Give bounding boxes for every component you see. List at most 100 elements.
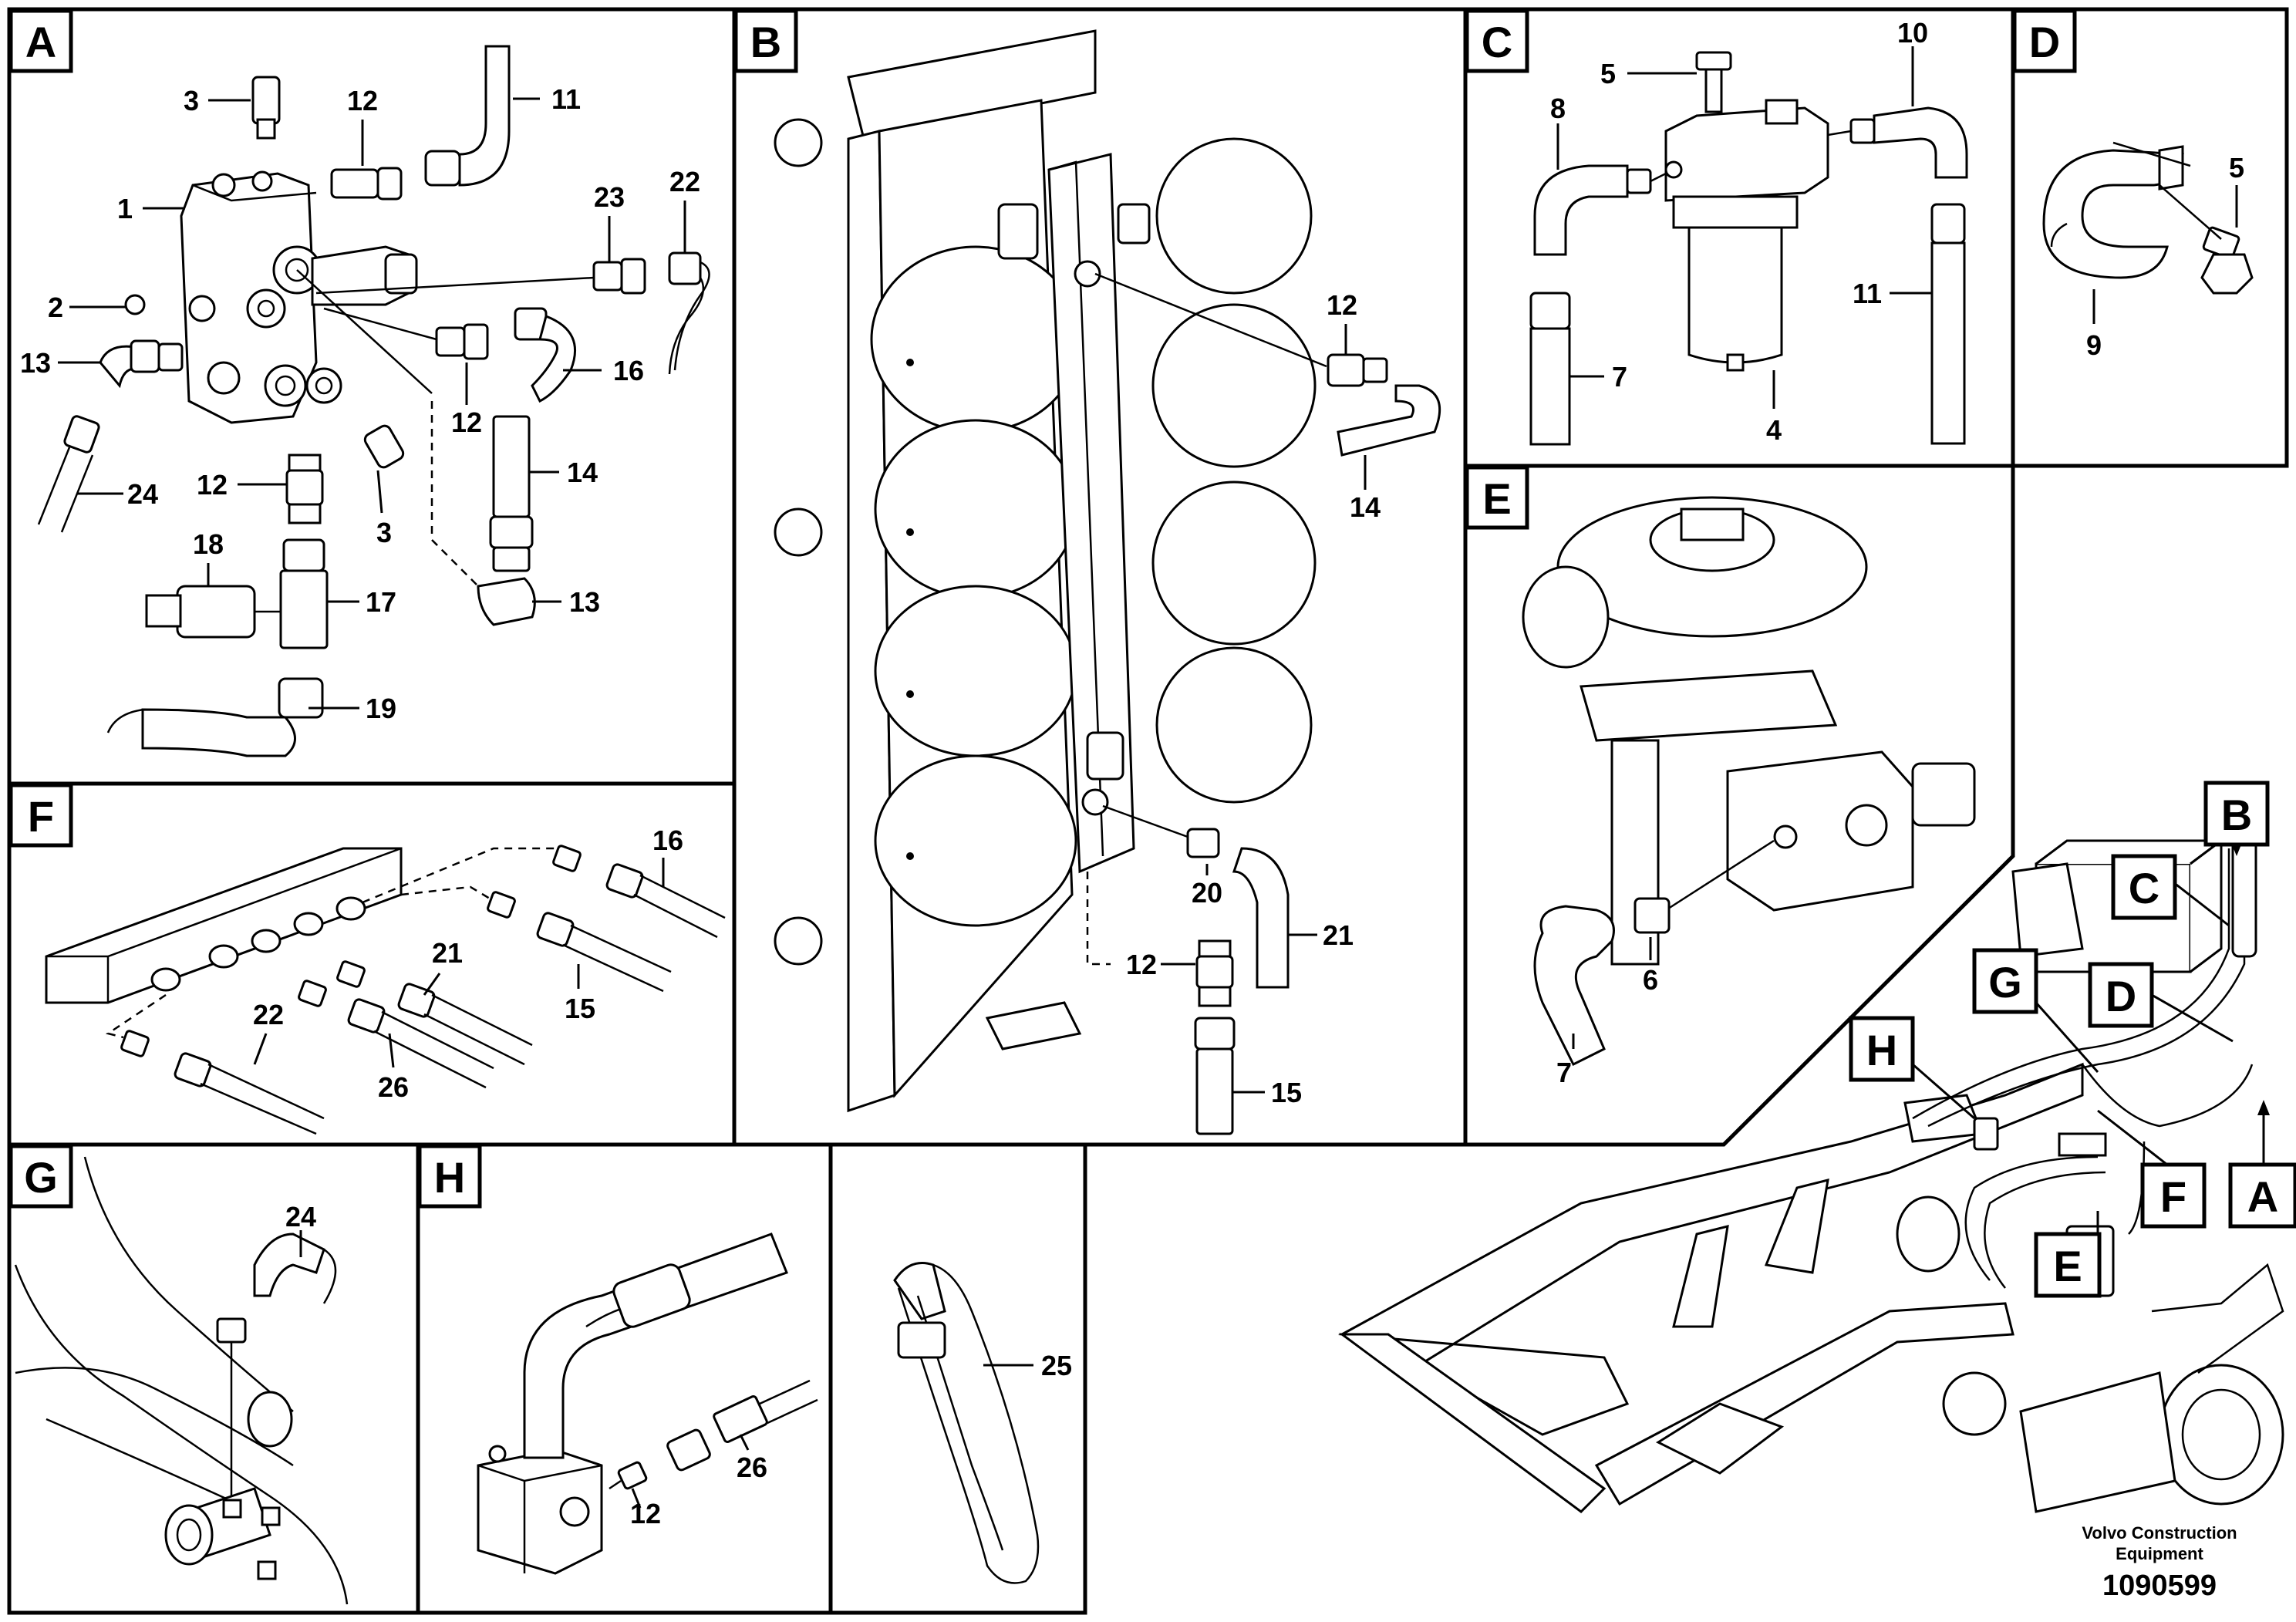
callout-a-13b: 13 <box>569 586 600 618</box>
panel-a-drawing: 3 12 11 1 2 13 23 22 16 12 3 14 24 12 18… <box>20 45 710 757</box>
panel-g-drawing: 24 <box>14 1156 349 1605</box>
callout-b-12: 12 <box>1327 289 1357 321</box>
panel-b-tag: B <box>750 18 781 66</box>
callout-a-12: 12 <box>347 85 378 116</box>
overview-tag-a: A <box>2247 1172 2278 1221</box>
pressure-switch <box>176 585 256 639</box>
hose-21b <box>1232 847 1290 989</box>
bolt-5d <box>2200 253 2254 295</box>
callout-a-3b: 3 <box>376 517 392 548</box>
overview-tag-c: C <box>2129 864 2159 912</box>
drawing-reference-number: 1090599 <box>2102 1570 2217 1602</box>
overview-tag-g: G <box>1988 958 2022 1007</box>
callout-a-23: 23 <box>594 181 625 213</box>
callout-a-11: 11 <box>551 83 581 115</box>
panel-d-drawing: 5 9 <box>2042 141 2254 361</box>
hose-22-group <box>120 1030 325 1135</box>
elbow-13b <box>477 577 536 626</box>
accumulators-right <box>1151 137 1317 804</box>
callout-c-10: 10 <box>1897 17 1928 49</box>
panel-i-drawing: 25 <box>893 1262 1072 1584</box>
hose-19 <box>141 708 296 757</box>
hose-16-group <box>552 845 726 939</box>
frame-rail <box>1337 1062 2084 1436</box>
panel-c-tag: C <box>1482 18 1512 66</box>
panel-h-tag: H <box>434 1153 465 1202</box>
callout-a-24: 24 <box>127 478 158 510</box>
panel-e-drawing: 6 7 <box>1522 496 1976 1088</box>
tee-17 <box>279 569 329 649</box>
callout-a-13: 13 <box>20 347 51 379</box>
callout-a-22: 22 <box>669 166 700 197</box>
fitting-20 <box>1186 828 1220 858</box>
hose-14b <box>1337 384 1441 457</box>
callout-a-12c: 12 <box>197 469 228 501</box>
callout-d-5: 5 <box>2229 152 2244 184</box>
callout-a-14: 14 <box>567 457 598 488</box>
overview-tag-f: F <box>2160 1172 2186 1221</box>
pressure-sensor <box>251 76 281 125</box>
brand-line-2: Equipment <box>2116 1544 2203 1563</box>
callout-a-3: 3 <box>184 85 199 116</box>
callout-c-4: 4 <box>1766 414 1782 446</box>
callout-a-16: 16 <box>613 355 644 386</box>
callout-i-25: 25 <box>1041 1350 1072 1381</box>
panel-g-tag: G <box>24 1153 58 1202</box>
callout-a-12b: 12 <box>451 406 482 438</box>
brand-line-1: Volvo Construction <box>2082 1523 2237 1543</box>
panel-e-tag: E <box>1482 474 1511 523</box>
accumulators-left <box>870 245 1081 927</box>
callout-b-20: 20 <box>1192 877 1222 909</box>
callout-f-22: 22 <box>253 999 284 1030</box>
valve-body <box>180 172 318 424</box>
filter-canister <box>1687 226 1783 364</box>
panel-c-drawing: 5 8 10 11 7 4 <box>1529 17 1968 446</box>
callout-b-21: 21 <box>1323 919 1354 951</box>
callout-a-1: 1 <box>117 193 133 224</box>
callout-c-7: 7 <box>1612 361 1627 393</box>
callout-f-16: 16 <box>652 824 683 856</box>
hose-7e <box>1533 905 1615 1067</box>
manifold-bar <box>1047 153 1135 874</box>
overview-tag-h: H <box>1866 1026 1897 1074</box>
hose-h <box>523 1233 788 1459</box>
hose-26-group <box>298 980 494 1089</box>
callout-a-18: 18 <box>193 528 224 560</box>
callout-f-21: 21 <box>432 937 463 969</box>
overview-tag-b: B <box>2221 791 2252 839</box>
callout-b-15: 15 <box>1271 1077 1302 1108</box>
callout-a-19: 19 <box>366 693 396 724</box>
elbow-8 <box>1533 164 1629 256</box>
callout-f-15: 15 <box>565 993 595 1024</box>
panel-a-frame <box>7 7 737 786</box>
fitting-6 <box>1633 897 1671 934</box>
callout-e-6: 6 <box>1643 964 1658 996</box>
bracket-top <box>847 29 1097 140</box>
panel-h-drawing: 12 26 <box>477 1233 818 1575</box>
fitting-12 <box>1327 353 1365 387</box>
panel-d-tag: D <box>2029 18 2060 66</box>
wheel-hub <box>2158 1364 2284 1506</box>
callout-g-24: 24 <box>285 1201 316 1233</box>
callout-h-26: 26 <box>737 1452 767 1483</box>
panel-f-tag: F <box>28 792 54 841</box>
callout-a-17: 17 <box>366 586 396 618</box>
panel-b-drawing: 12 14 20 21 12 15 <box>774 29 1441 1135</box>
callout-c-8: 8 <box>1550 93 1566 124</box>
callout-h-12: 12 <box>630 1498 661 1529</box>
callout-a-2: 2 <box>48 292 63 323</box>
panel-f-drawing: 16 21 15 22 26 <box>45 824 726 1135</box>
clamp-9 <box>2042 149 2184 279</box>
overview-tags: B C D G H A F E <box>1849 781 2296 1298</box>
panel-a-tag: A <box>25 18 56 66</box>
callout-d-9: 9 <box>2086 329 2102 361</box>
panel-e-frame <box>1463 464 2015 1147</box>
panel-tags: A B C D E F G H <box>8 8 2077 1209</box>
hose-14 <box>492 415 531 518</box>
panel-d-frame <box>2011 7 2289 468</box>
overview-tag-d: D <box>2106 972 2136 1020</box>
bolt-5 <box>1704 64 1723 113</box>
hose-24g <box>253 1233 325 1297</box>
strap-buckle <box>897 1321 946 1359</box>
